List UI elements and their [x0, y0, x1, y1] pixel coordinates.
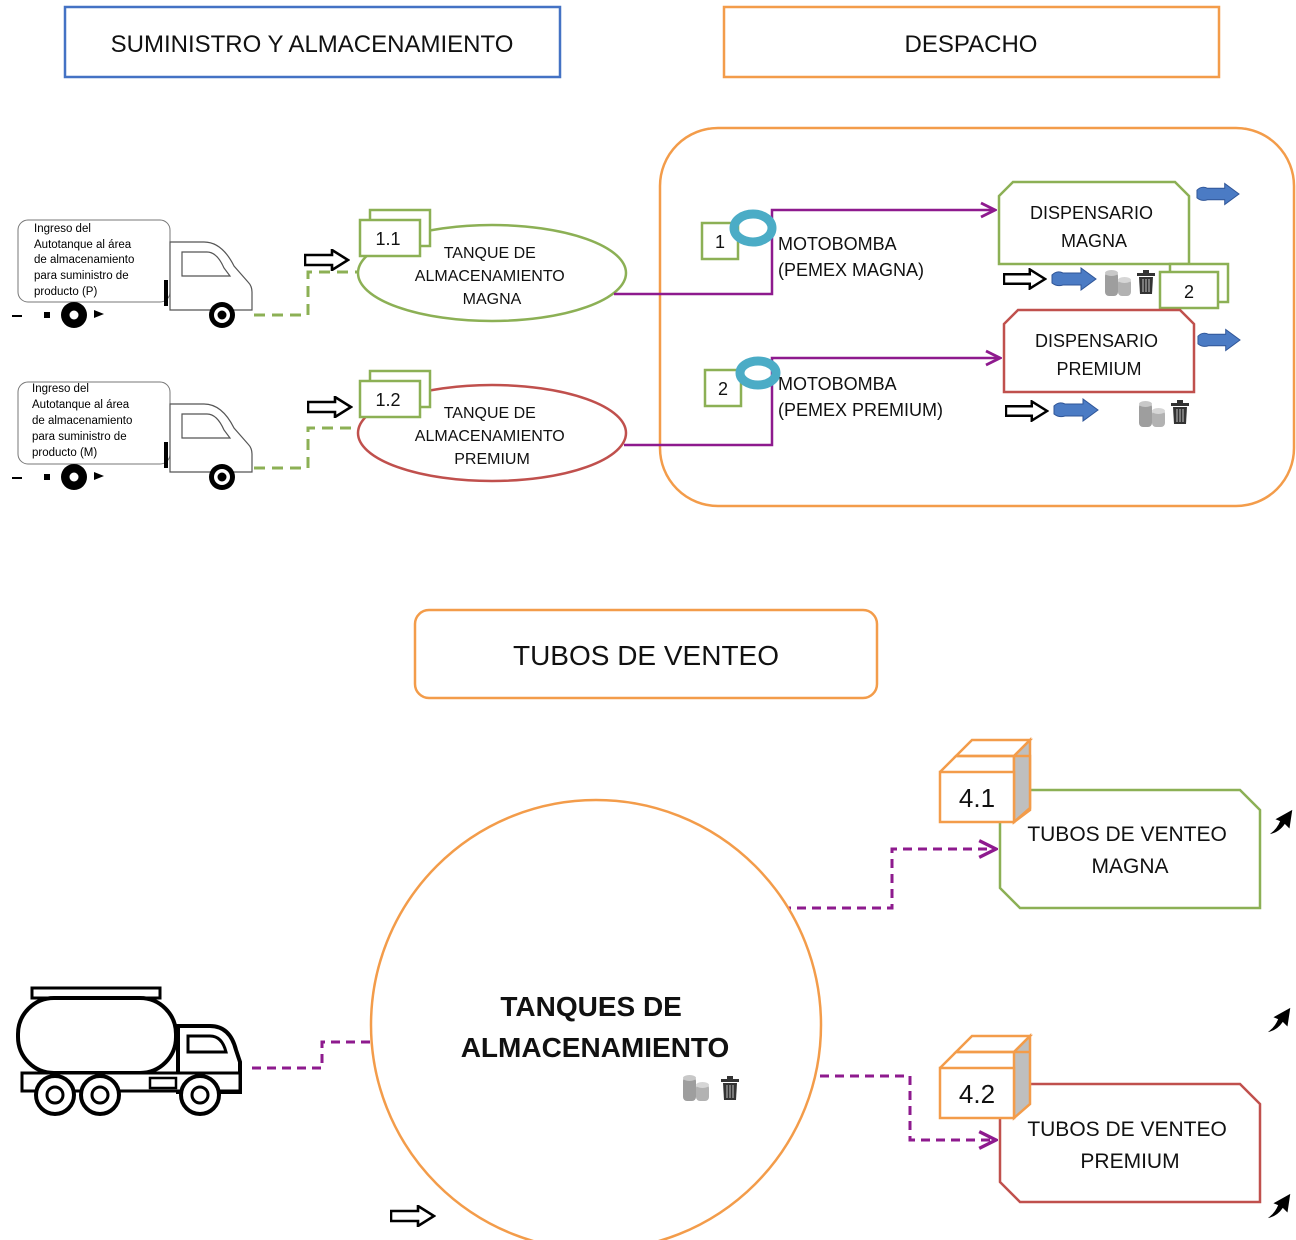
open-arrow-icon — [304, 249, 350, 271]
connector-vent-magna — [782, 849, 996, 910]
header-dispatch: DESPACHO — [722, 5, 1221, 79]
dispenser-magna: DISPENSARIO MAGNA 2 — [997, 180, 1230, 310]
tank-premium-id: 1.2 — [375, 390, 400, 410]
truck-p: Ingreso del Autotanque al área de almace… — [12, 219, 253, 328]
header-supply: SUMINISTRO Y ALMACENAMIENTO — [63, 5, 562, 79]
vent-premium: TUBOS DE VENTEO PREMIUM 4.2 — [938, 1032, 1262, 1204]
vent-premium-label: TUBOS DE VENTEO PREMIUM — [1027, 1118, 1232, 1173]
storage-tanks-label: TANQUES DE ALMACENAMIENTO — [461, 991, 730, 1063]
vent-magna: TUBOS DE VENTEO MAGNA 4.1 — [938, 736, 1262, 910]
dispenser-premium-label: DISPENSARIO PREMIUM — [1035, 331, 1163, 379]
pump-premium-label: MOTOBOMBA (PEMEX PREMIUM) — [778, 374, 943, 420]
vent-premium-id: 4.2 — [959, 1079, 995, 1109]
connector-tanker — [252, 1040, 372, 1070]
tanker-truck-icon — [16, 986, 242, 1116]
truck-m-text: Ingreso del Autotanque al área de almace… — [32, 383, 136, 459]
vent-arrow-icon — [1267, 1007, 1291, 1033]
tank-magna: 1.1 TANQUE DE ALMACENAMIENTO MAGNA — [356, 208, 628, 323]
vent-magna-label: TUBOS DE VENTEO MAGNA — [1027, 823, 1232, 878]
dispenser-premium: DISPENSARIO PREMIUM — [1002, 308, 1196, 394]
pump-magna-id: 1 — [715, 232, 725, 252]
connector-vent-premium — [820, 1074, 996, 1140]
connector-truck-p — [254, 270, 360, 317]
pipe-premium — [624, 358, 1000, 447]
header-dispatch-label: DESPACHO — [905, 31, 1038, 58]
connector-truck-m — [254, 426, 360, 470]
header-vent-label: TUBOS DE VENTEO — [513, 640, 779, 671]
dispenser-magna-id: 2 — [1184, 282, 1194, 302]
tank-magna-id: 1.1 — [375, 229, 400, 249]
pipe-magna — [614, 210, 995, 296]
dispenser-magna-label: DISPENSARIO MAGNA — [1030, 203, 1158, 251]
vent-arrow-icon — [1269, 809, 1293, 835]
dispatch-area — [658, 126, 1296, 508]
pump-premium: 2 MOTOBOMBA (PEMEX PREMIUM) — [703, 356, 943, 420]
pump-magna-label: MOTOBOMBA (PEMEX MAGNA) — [778, 234, 924, 280]
header-vent: TUBOS DE VENTEO — [413, 608, 879, 700]
header-supply-label: SUMINISTRO Y ALMACENAMIENTO — [111, 31, 514, 58]
pump-magna: 1 MOTOBOMBA (PEMEX MAGNA) — [700, 209, 924, 280]
tank-premium: 1.2 TANQUE DE ALMACENAMIENTO PREMIUM — [356, 369, 628, 483]
open-arrow-icon — [390, 1205, 436, 1227]
storage-tanks: TANQUES DE ALMACENAMIENTO — [369, 798, 823, 1240]
tank-premium-label: TANQUE DE ALMACENAMIENTO PREMIUM — [415, 405, 569, 468]
truck-p-text: Ingreso del Autotanque al área de almace… — [34, 223, 138, 298]
pump-ring-icon — [729, 209, 777, 247]
vent-arrow-icon — [1267, 1193, 1291, 1219]
truck-m: Ingreso del Autotanque al área de almace… — [12, 381, 253, 490]
vent-magna-id: 4.1 — [959, 783, 995, 813]
pump-premium-id: 2 — [718, 379, 728, 399]
tank-magna-label: TANQUE DE ALMACENAMIENTO MAGNA — [415, 245, 569, 308]
pump-ring-icon — [735, 356, 781, 390]
open-arrow-icon — [307, 396, 353, 418]
